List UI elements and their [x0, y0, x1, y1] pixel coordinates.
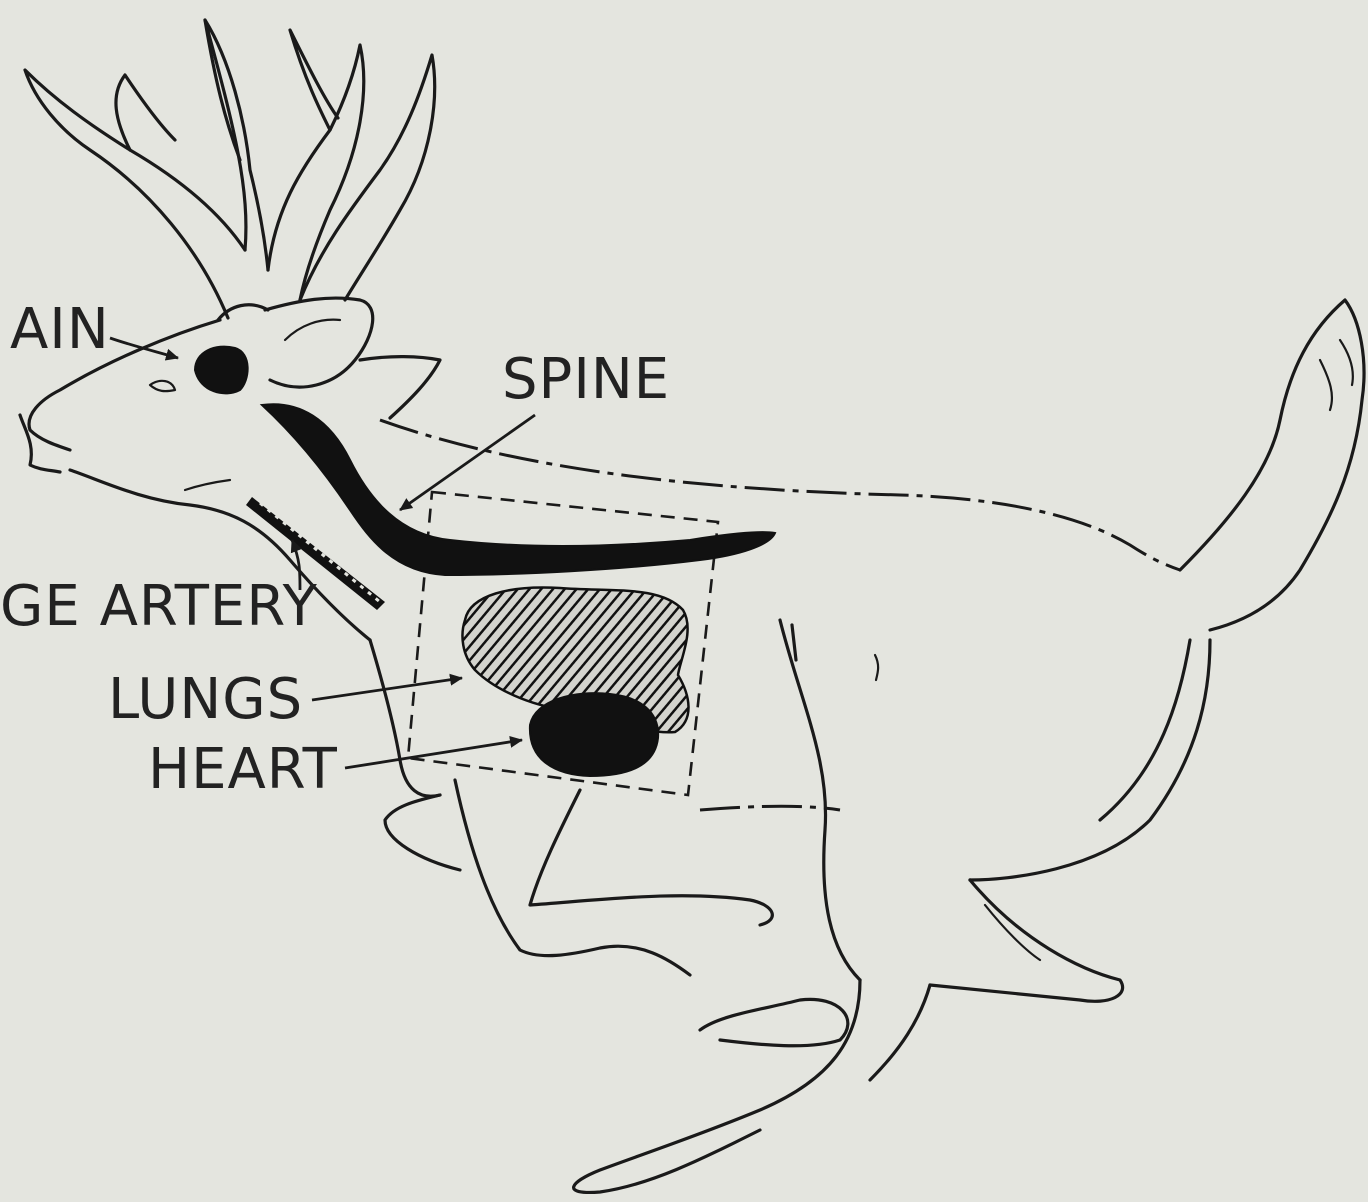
- brain-arrow: [110, 338, 178, 358]
- label-heart: HEART: [148, 737, 338, 802]
- label-spine: SPINE: [502, 347, 670, 412]
- brain-spot: [195, 347, 248, 394]
- label-brain: AIN: [10, 297, 110, 362]
- antlers: [25, 20, 435, 320]
- label-lungs: LUNGS: [108, 667, 303, 732]
- heart-arrow: [345, 740, 522, 768]
- body-outline: [370, 420, 1210, 1192]
- label-large-artery: GE ARTERY: [0, 574, 318, 639]
- heart-shape: [530, 693, 658, 776]
- spine-shape: [262, 404, 775, 575]
- tail: [1180, 300, 1364, 630]
